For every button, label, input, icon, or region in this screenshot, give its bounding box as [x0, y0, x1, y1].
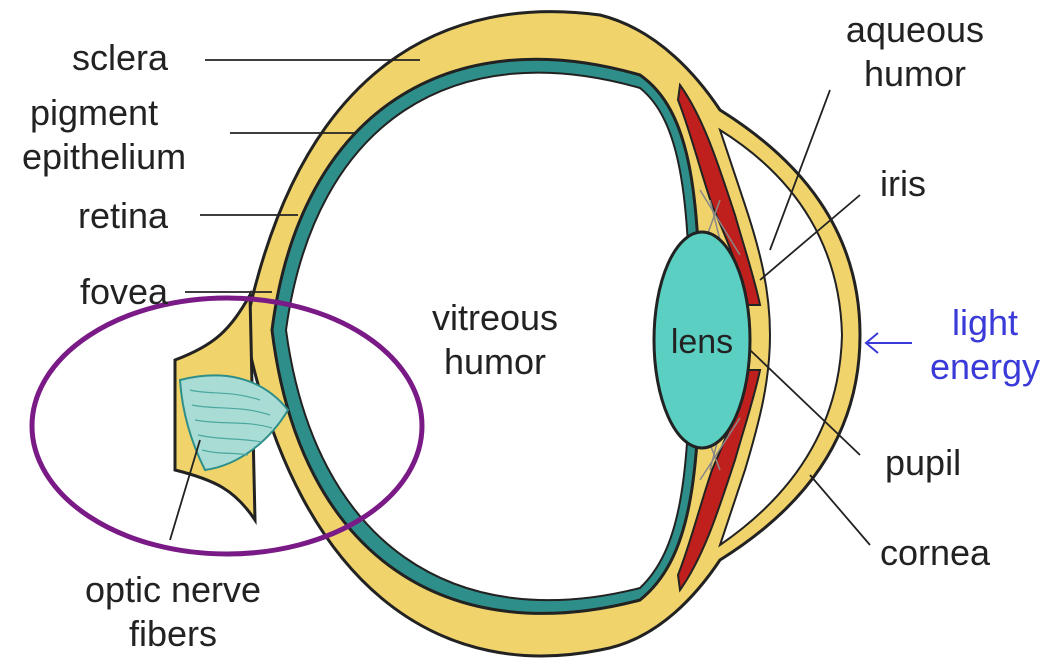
- label-lens: lens: [656, 322, 748, 362]
- label-fibers: fibers: [58, 614, 288, 654]
- label-fovea: fovea: [80, 272, 168, 312]
- label-sclera: sclera: [72, 38, 168, 78]
- light-arrow-icon: [866, 333, 912, 353]
- label-pupil: pupil: [885, 443, 961, 483]
- label-epithelium: epithelium: [22, 137, 186, 177]
- label-pigment: pigment: [30, 93, 158, 133]
- label-iris: iris: [880, 164, 926, 204]
- label-vitreous-humor: humor: [400, 342, 590, 382]
- label-energy: energy: [915, 347, 1055, 387]
- label-aqueous: aqueous: [815, 10, 1015, 50]
- label-optic-nerve: optic nerve: [58, 570, 288, 610]
- label-light: light: [915, 303, 1055, 343]
- label-retina: retina: [78, 196, 168, 236]
- label-aqueous-humor: humor: [815, 54, 1015, 94]
- label-vitreous: vitreous: [400, 298, 590, 338]
- label-cornea: cornea: [880, 533, 990, 573]
